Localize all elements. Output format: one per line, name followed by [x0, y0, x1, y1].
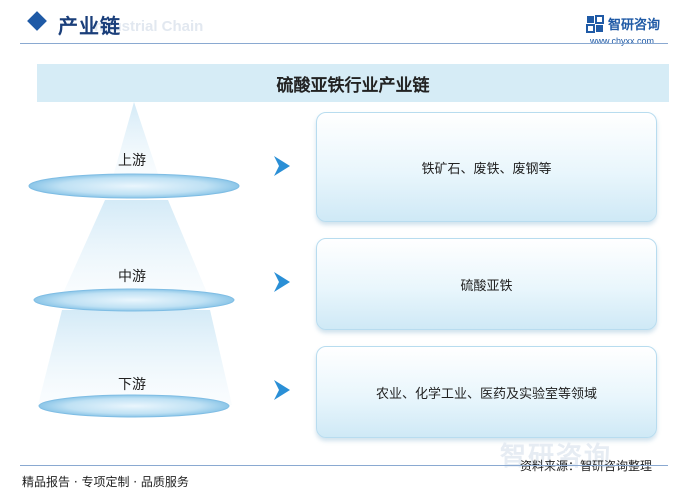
header-divider — [20, 43, 668, 44]
logo-url: www.chyxx.com — [590, 36, 655, 46]
stage-content-midstream: 硫酸亚铁 — [460, 278, 513, 294]
header-title-watermark: Industrial Chain — [90, 18, 204, 35]
footer-divider — [20, 465, 668, 466]
stage-box-downstream: 农业、化学工业、医药及实验室等领域 — [316, 346, 657, 438]
stage-box-upstream: 铁矿石、废铁、废钢等 — [316, 112, 657, 222]
stage-label-midstream: 中游 — [118, 269, 146, 285]
chain-title: 硫酸亚铁行业产业链 — [276, 75, 430, 96]
stage-label-downstream: 下游 — [118, 377, 146, 393]
arrow-right-icon — [274, 272, 290, 292]
zhiyan-logo-icon — [586, 15, 604, 33]
source-note: 资料来源：智研咨询整理 — [520, 459, 653, 473]
chain-title-banner: 硫酸亚铁行业产业链 — [37, 64, 669, 102]
stage-content-downstream: 农业、化学工业、医药及实验室等领域 — [375, 386, 597, 402]
logo-name: 智研咨询 — [608, 18, 661, 33]
header-diamond-icon — [27, 11, 47, 31]
brand-watermark: 智研咨询 — [500, 442, 613, 472]
beam-middle — [60, 200, 210, 300]
stage-box-midstream: 硫酸亚铁 — [316, 238, 657, 330]
stage-disc-upstream — [28, 173, 240, 199]
stage-disc-downstream — [38, 394, 230, 418]
stage-disc-midstream — [33, 288, 235, 312]
footer-slogan: 精品报告 · 专项定制 · 品质服务 — [22, 475, 189, 489]
arrow-right-icon — [274, 156, 290, 176]
page-title: 产业链 — [58, 14, 121, 38]
funnel-light-graphic — [28, 102, 240, 418]
beam-bottom — [38, 310, 232, 405]
beam-top — [112, 102, 160, 180]
stage-content-upstream: 铁矿石、废铁、废钢等 — [421, 161, 552, 177]
stage-label-upstream: 上游 — [118, 153, 146, 169]
arrow-right-icon — [274, 380, 290, 400]
